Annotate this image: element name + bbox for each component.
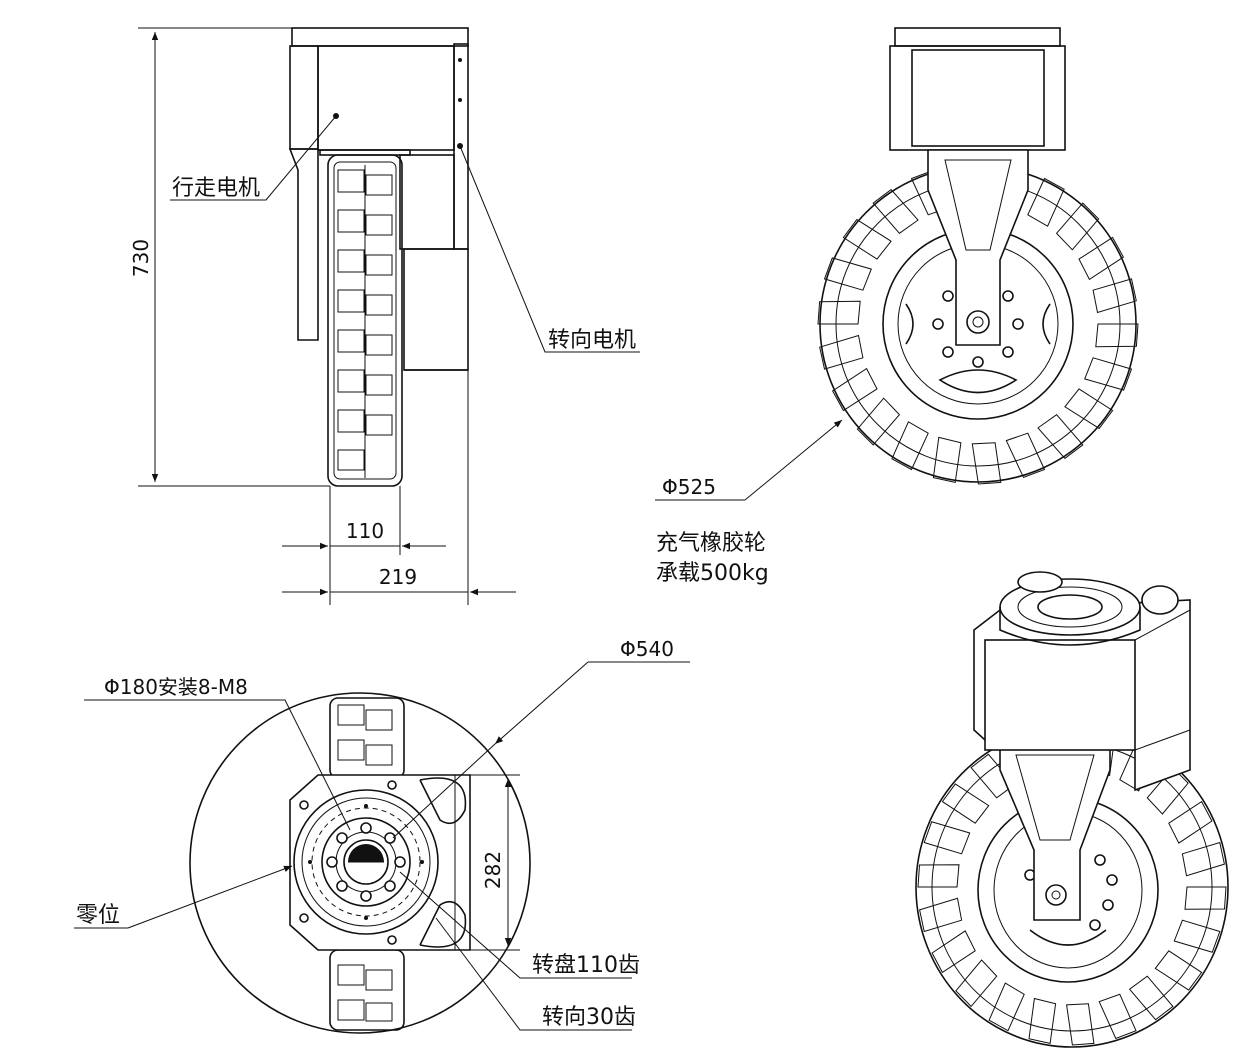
tyre-lug: [1078, 236, 1125, 281]
total-width-dimension: 219: [379, 565, 417, 589]
tyre-lug: [842, 218, 892, 260]
top-view: Φ540 Φ180安装8-M8 零位 282 转盘110齿 转向30齿: [74, 637, 690, 1034]
plate-height-dimension: 282: [481, 851, 505, 889]
tyre-lug: [823, 257, 872, 291]
steer-gear-label: 转向30齿: [542, 1005, 636, 1030]
tyre-lug: [971, 442, 1002, 485]
front-view: Φ525 充气橡胶轮 承载500kg: [655, 27, 1139, 586]
tyre-lug: [856, 397, 901, 446]
tread-blocks: [337, 165, 393, 478]
drive-motor-label: 行走电机: [172, 176, 260, 201]
wheel-description-1: 充气橡胶轮: [656, 531, 766, 556]
mount-spec-label: Φ180安装8-M8: [104, 675, 248, 699]
tyre-lug: [1005, 432, 1046, 479]
tyre-lug: [1066, 1003, 1095, 1046]
tyre-lug: [1184, 886, 1227, 910]
steer-motor-label: 转向电机: [548, 328, 636, 353]
tyre-lugs: [817, 163, 1139, 485]
tyre-lug: [1154, 950, 1203, 991]
tyre-lug: [931, 930, 976, 974]
swing-diameter-dimension: Φ540: [620, 637, 674, 661]
zero-position-label: 零位: [76, 903, 120, 928]
tyre-lug: [923, 821, 971, 855]
tyre-lug: [1084, 357, 1133, 391]
tyre-lug: [1095, 323, 1139, 348]
isometric-view: [915, 571, 1229, 1048]
tyre-lug: [1168, 800, 1213, 844]
wheel-width-dimension: 110: [346, 519, 384, 543]
tyre-lug: [1128, 975, 1174, 1021]
tyre-lug: [1064, 388, 1114, 430]
wheel-description-2: 承载500kg: [656, 561, 769, 586]
tyre-lug: [988, 982, 1025, 1032]
turntable-label: 转盘110齿: [532, 953, 640, 978]
tyre-lug: [1181, 841, 1225, 877]
tyre-lug: [1037, 414, 1084, 460]
tyre-lug: [872, 188, 919, 234]
wheel-diameter-dimension: Φ525: [662, 475, 716, 499]
tyre-lug: [831, 367, 878, 412]
height-dimension: 730: [129, 239, 153, 277]
mount-holes: [326, 822, 406, 902]
tyre-lug: [1027, 177, 1065, 227]
tyre-lug: [1098, 993, 1137, 1040]
tyre-lug: [941, 783, 990, 824]
tyre-lug: [1173, 919, 1221, 953]
tyre-lug: [817, 300, 861, 325]
tyre-lug: [891, 421, 929, 471]
tyre-lug: [955, 959, 998, 1008]
tyre-lug: [1092, 278, 1137, 314]
tyre-lug: [919, 897, 963, 933]
tyre-lug: [1055, 202, 1100, 251]
tyre-lug: [1028, 997, 1057, 1045]
tyre-lug: [932, 436, 962, 484]
side-view: 行走电机 转向电机 730 110 219: [129, 27, 640, 605]
tyre-lug: [819, 334, 864, 370]
tyre-lug: [917, 864, 960, 888]
